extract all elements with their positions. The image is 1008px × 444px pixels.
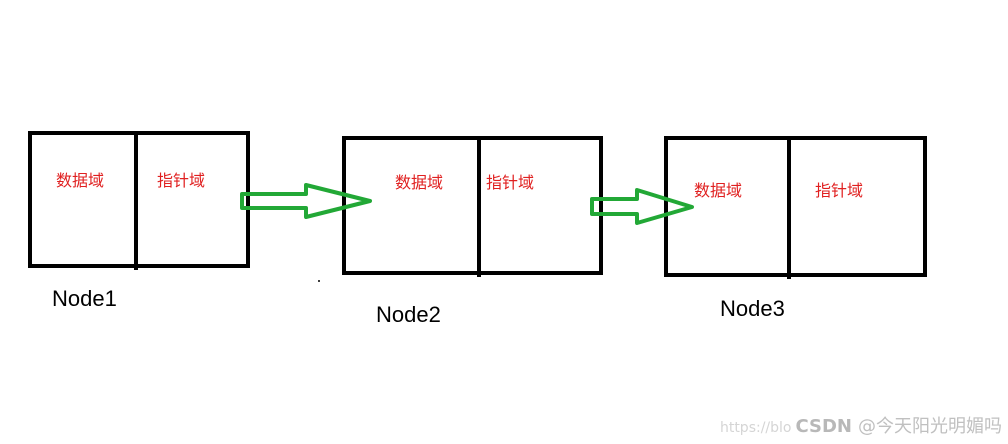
node-3-box (664, 136, 927, 277)
node-2-divider (477, 136, 481, 277)
node-1-name: Node1 (52, 286, 117, 311)
arrow-node2-to-node3 (590, 188, 694, 225)
node-2-box (342, 136, 603, 275)
watermark-url: https://blo (719, 420, 792, 436)
node-2-pointer-field-label: 指针域 (486, 173, 535, 192)
watermark-brand: CSDN (795, 416, 852, 437)
node-1-box (28, 131, 250, 268)
node-3-name: Node3 (720, 296, 785, 321)
node-1-pointer-field-label: 指针域 (157, 171, 206, 190)
node-2-data-field-label: 数据域 (395, 173, 444, 192)
node-3-divider (787, 136, 791, 279)
node-2-name: Node2 (376, 302, 441, 327)
node-3-data-field-label: 数据域 (694, 181, 743, 200)
node-1-data-field-label: 数据域 (56, 171, 105, 190)
node-1-divider (134, 131, 138, 270)
stray-dot (318, 280, 320, 282)
arrow-node1-to-node2 (240, 183, 372, 219)
watermark-author: @今天阳光明媚吗 (858, 416, 1002, 437)
node-3-pointer-field-label: 指针域 (815, 181, 864, 200)
